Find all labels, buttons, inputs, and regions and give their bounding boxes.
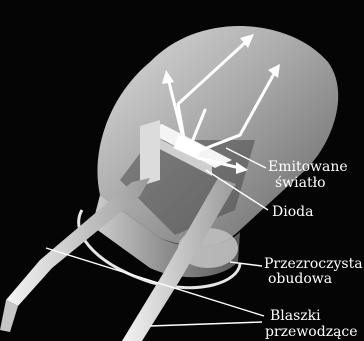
leader-strips-2 (150, 322, 262, 326)
label-housing-line1: Przezroczysta (264, 257, 363, 271)
label-strips-line1: Blaszki (270, 309, 321, 323)
label-housing-line2: obudowa (268, 272, 332, 286)
label-emitted-light-line2: światło (275, 176, 326, 190)
label-strips-line2: przewodzące (265, 325, 358, 339)
label-diode: Dioda (272, 205, 313, 219)
label-emitted-light-line1: Emitowane (268, 160, 348, 174)
